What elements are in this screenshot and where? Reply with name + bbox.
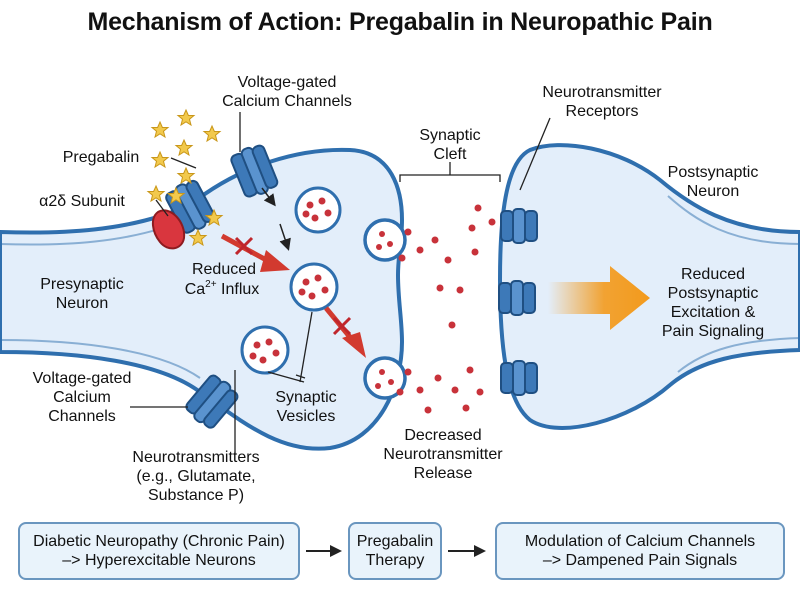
- label-reduced-influx-2: Ca2+ Influx: [185, 279, 260, 298]
- alpha2delta-subunit: [152, 209, 186, 250]
- label-presynaptic-2: Neuron: [56, 295, 108, 312]
- label-decreased-2: Neurotransmitter: [383, 446, 503, 463]
- fusing-vesicle-bottom: [363, 356, 407, 400]
- vesicle-icon: [294, 186, 342, 234]
- label-receptors-2: Receptors: [566, 103, 639, 120]
- flow-arrows: [306, 545, 486, 557]
- receptor-icon: [500, 208, 538, 244]
- flow-box-therapy-line1: Pregabalin: [356, 533, 434, 550]
- label-receptors-1: Neurotransmitter: [542, 84, 662, 101]
- label-postsynaptic-1: Postsynaptic: [668, 164, 759, 181]
- label-vgcc-bottom-1: Voltage-gated: [33, 370, 132, 387]
- label-reduced-excitation-3: Excitation &: [671, 304, 756, 321]
- label-neurotransmitters-2: (e.g., Glutamate,: [136, 468, 255, 485]
- label-vgcc-bottom-2: Calcium: [53, 389, 111, 406]
- calcium-channel-icon: [185, 374, 239, 429]
- vesicle-icon: [240, 325, 290, 375]
- label-cleft-2: Cleft: [434, 146, 467, 163]
- neurotransmitter-dots: [396, 204, 496, 414]
- label-cleft-1: Synaptic: [419, 127, 480, 144]
- receptor-icon: [498, 280, 536, 316]
- label-postsynaptic-2: Neuron: [687, 183, 739, 200]
- flow-box-condition-line2: –> Hyperexcitable Neurons: [62, 552, 256, 569]
- flow-box-outcome: Modulation of Calcium Channels –> Dampen…: [495, 522, 785, 580]
- pregabalin-star-icon: [146, 108, 224, 247]
- label-decreased-1: Decreased: [404, 427, 481, 444]
- label-subunit: α2δ Subunit: [39, 193, 125, 210]
- label-decreased-3: Release: [414, 465, 473, 482]
- label-vgcc-top-1: Voltage-gated: [238, 74, 337, 91]
- label-vgcc-top-2: Calcium Channels: [222, 93, 352, 110]
- label-vgcc-bottom-3: Channels: [48, 408, 116, 425]
- flow-box-condition: Diabetic Neuropathy (Chronic Pain) –> Hy…: [18, 522, 300, 580]
- label-reduced-excitation-2: Postsynaptic: [668, 285, 759, 302]
- label-neurotransmitters-1: Neurotransmitters: [132, 449, 259, 466]
- leader-lines: [130, 112, 551, 455]
- reduced-release-arrow: [324, 306, 366, 358]
- receptor-icon: [500, 360, 538, 396]
- calcium-channel-icon: [230, 144, 279, 198]
- reduced-influx-arrow: [220, 233, 290, 272]
- label-presynaptic-1: Presynaptic: [40, 276, 124, 293]
- label-reduced-influx-1: Reduced: [192, 261, 256, 278]
- label-pregabalin: Pregabalin: [63, 149, 140, 166]
- block-x-icon: [234, 236, 254, 256]
- flow-box-therapy: Pregabalin Therapy: [348, 522, 442, 580]
- excitation-arrow: [548, 266, 650, 330]
- page-title: Mechanism of Action: Pregabalin in Neuro…: [87, 8, 713, 36]
- postsynaptic-membrane: [497, 143, 800, 430]
- diagram-labels: Voltage-gated Calcium Channels Neurotran…: [33, 74, 765, 504]
- flow-box-outcome-line1: Modulation of Calcium Channels: [524, 533, 756, 550]
- label-reduced-excitation-4: Pain Signaling: [662, 323, 764, 340]
- postsynaptic-neuron: [497, 143, 800, 430]
- block-x-icon: [332, 316, 352, 336]
- label-neurotransmitters-3: Substance P): [148, 487, 244, 504]
- fusing-vesicle-top: [363, 218, 407, 262]
- label-vesicles-1: Synaptic: [275, 389, 336, 406]
- flow-box-condition-line1: Diabetic Neuropathy (Chronic Pain): [33, 533, 285, 550]
- label-reduced-excitation-1: Reduced: [681, 266, 745, 283]
- vesicle-icon: [289, 262, 339, 312]
- ion-entry-arrows: [261, 187, 291, 251]
- label-vesicles-2: Vesicles: [277, 408, 336, 425]
- flow-box-outcome-line2: –> Dampened Pain Signals: [542, 552, 738, 569]
- flow-box-therapy-line2: Therapy: [365, 552, 425, 569]
